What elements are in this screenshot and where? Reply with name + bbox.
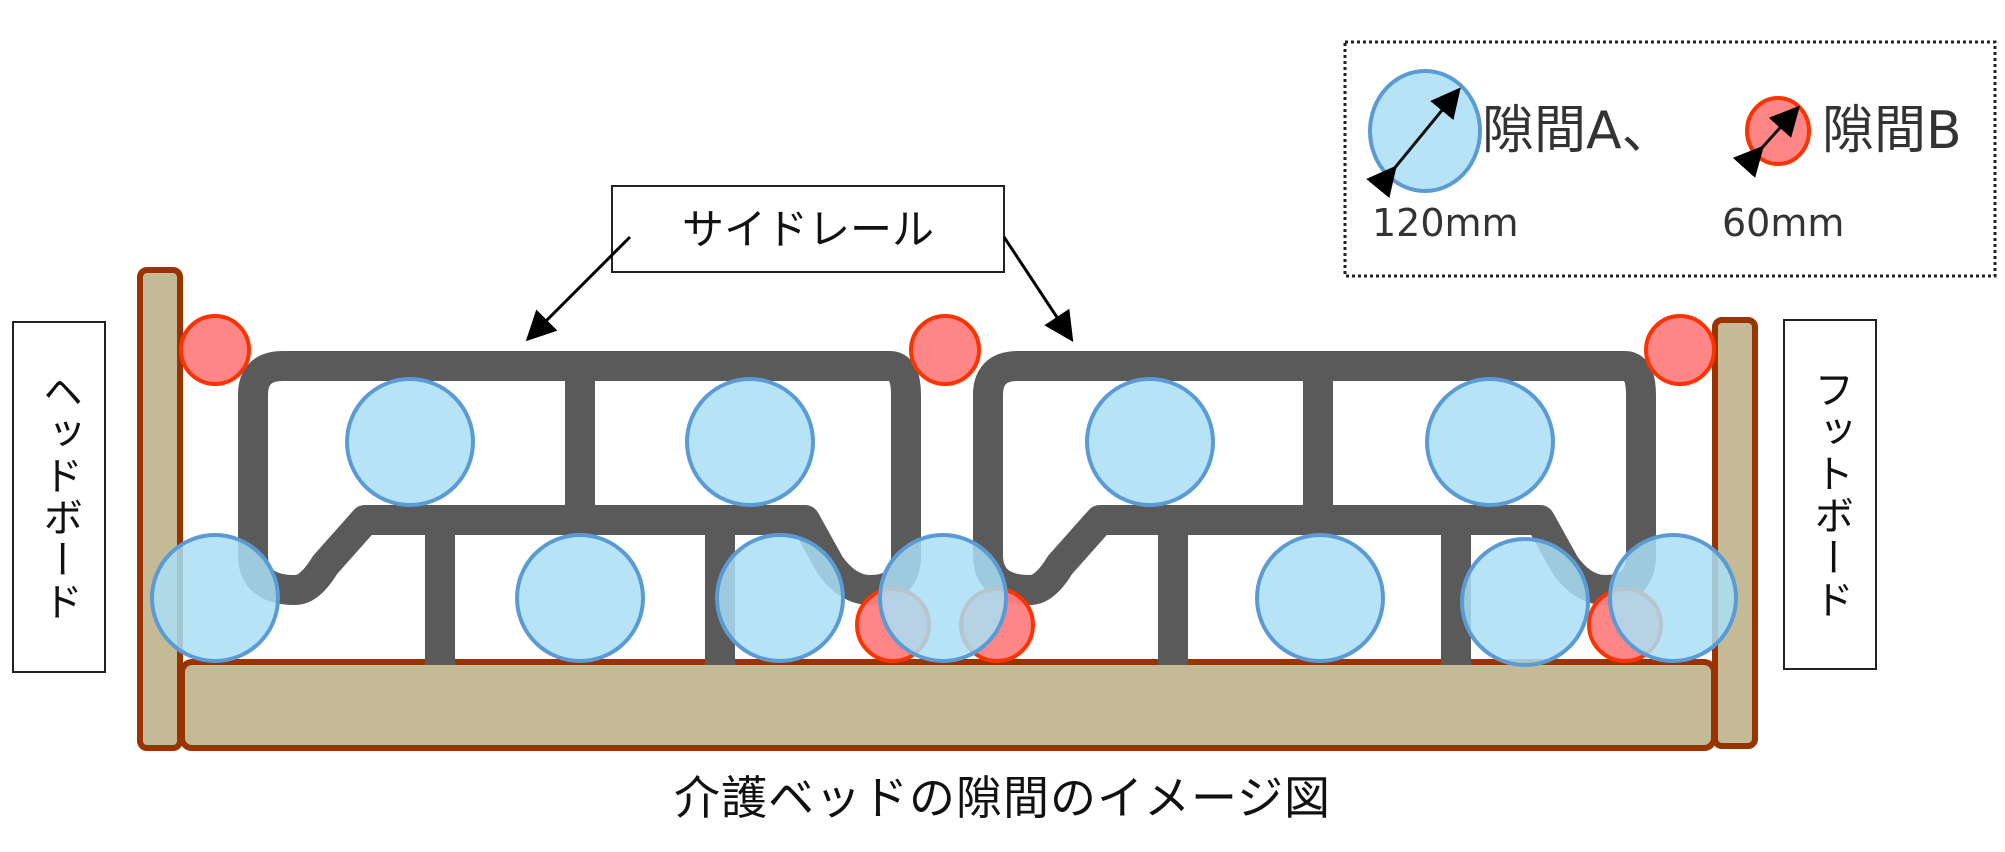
gap-a-marker [1425, 377, 1555, 507]
gap-a-marker [1460, 537, 1590, 667]
gap-a-marker [715, 533, 845, 663]
gap-b-marker [1644, 314, 1716, 386]
left-rail-pointer-arrow [525, 235, 632, 342]
headboard-label-box: ヘッドボード [12, 321, 106, 673]
legend-gap-a-label: 隙間A、 [1482, 101, 1674, 161]
bed-frame [137, 267, 1758, 751]
side-rail-label: サイドレール [682, 205, 934, 254]
gap-a-marker [878, 533, 1008, 663]
legend: 隙間A、 120mm 隙間B 60mm [1343, 40, 1997, 278]
side-rail-label-box [611, 185, 1005, 273]
gap-a-marker [685, 377, 815, 507]
legend-gap-b-label: 隙間B [1822, 101, 1962, 161]
gap-b-marker [179, 314, 251, 386]
gap-a-marker [1255, 533, 1385, 663]
gap-a-marker [515, 533, 645, 663]
gap-a-marker [345, 377, 475, 507]
legend-gap-a-diameter-arrow [1366, 87, 1461, 199]
gap-a-marker [1085, 377, 1215, 507]
right-rail-pointer-arrow [1002, 236, 1074, 343]
foot-post [1712, 317, 1758, 749]
headboard-label: ヘッドボード [36, 371, 82, 623]
legend-gap-a-size: 120mm [1372, 201, 1519, 245]
mattress-base [179, 659, 1717, 751]
gap-b-marker [909, 314, 981, 386]
footboard-label-box: フットボード [1783, 319, 1877, 670]
legend-gap-b-diameter-arrow [1732, 105, 1801, 178]
gap-a-markers [150, 377, 1738, 667]
diagram-caption: 介護ベッドの隙間のイメージ図 [673, 771, 1332, 825]
footboard-label: フットボード [1807, 368, 1853, 621]
gap-a-marker [1608, 533, 1738, 663]
gap-a-marker [150, 533, 280, 663]
head-post [137, 267, 183, 751]
side-rail-callout: サイドレール [525, 185, 1074, 343]
legend-gap-b-size: 60mm [1722, 201, 1844, 245]
